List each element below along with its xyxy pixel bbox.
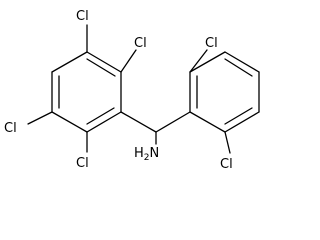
structure-canvas: Cl Cl Cl Cl Cl Cl H2N <box>4 9 260 172</box>
bond-l-double-1 <box>86 58 116 77</box>
molecule-drawing: Cl Cl Cl Cl Cl Cl H2N <box>4 9 260 172</box>
bond-l-double-2 <box>86 107 115 125</box>
atom-cl-top-right: Cl <box>134 36 147 51</box>
atom-cl-bottom-left: Cl <box>76 156 89 171</box>
atom-cl-left: Cl <box>4 121 17 136</box>
bond-r-double-3 <box>224 107 253 125</box>
right-ring <box>189 51 260 133</box>
bond-l6 <box>51 51 88 73</box>
atom-cl-right-bottom: Cl <box>220 157 233 172</box>
bond-center-to-right-ring <box>155 111 191 133</box>
amine-n: N <box>150 146 160 161</box>
bond-r6 <box>189 111 226 133</box>
amine-subscript: 2 <box>144 153 150 163</box>
atom-cl-top-left: Cl <box>76 9 89 24</box>
bond-l4 <box>51 111 88 133</box>
bond-cl-right-top <box>189 49 208 73</box>
atom-cl-right-top: Cl <box>205 36 218 51</box>
left-ring <box>51 51 122 133</box>
bond-r2 <box>189 51 226 73</box>
bond-l3 <box>86 111 122 133</box>
bond-cl-left <box>27 111 53 125</box>
bond-r-double-2 <box>224 58 253 77</box>
bond-r5 <box>224 111 260 133</box>
bond-cl-right-bottom <box>224 131 231 154</box>
bond-ring-to-center <box>120 111 157 133</box>
amine-label: H2N <box>134 146 159 163</box>
bond-cl-top-right <box>120 49 137 73</box>
bond-r3 <box>224 51 260 73</box>
amine-h: H <box>134 146 144 161</box>
bond-l1 <box>86 51 122 73</box>
